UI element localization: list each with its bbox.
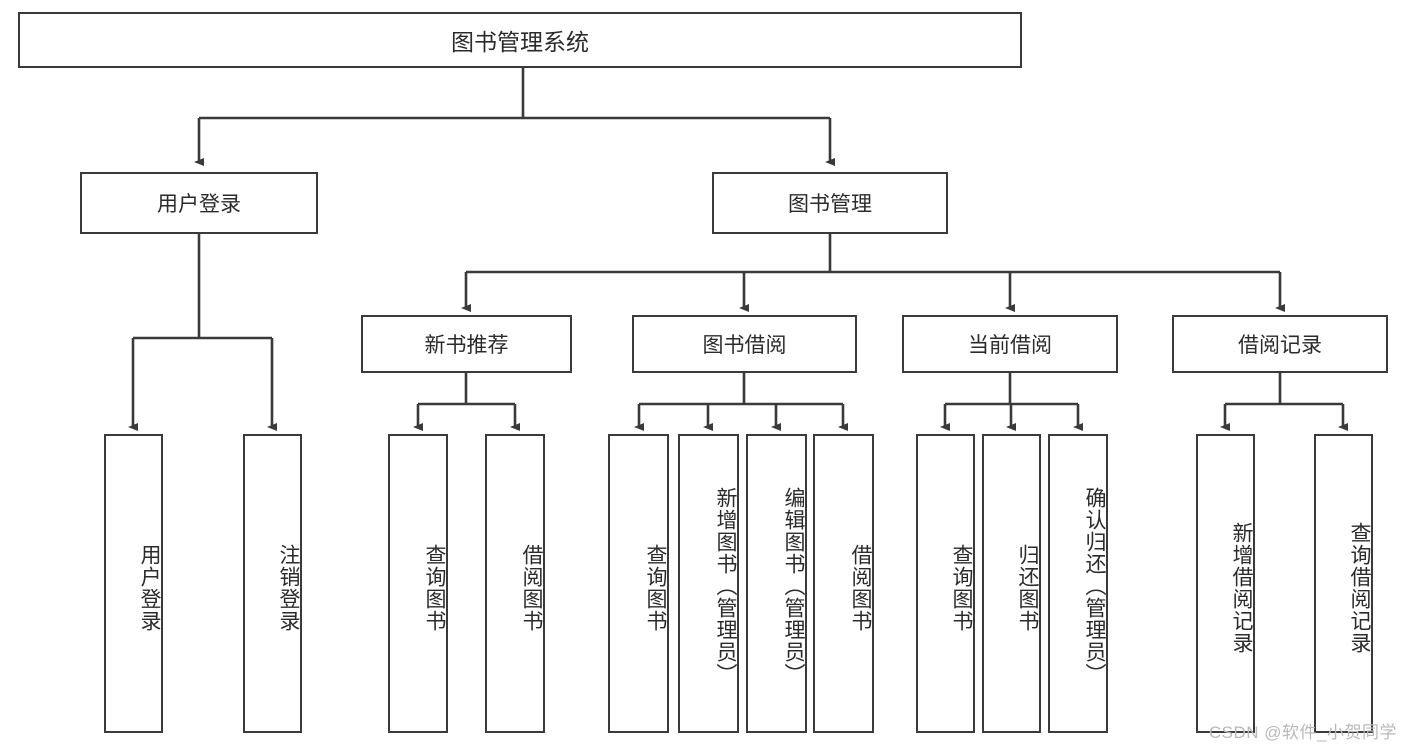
- node-leaf-logout[interactable]: 注销登录: [243, 434, 302, 733]
- node-leaf-cur-confirm-return-label: 确认归还（管理员）: [1083, 486, 1106, 685]
- node-leaf-record-query[interactable]: 查询借阅记录: [1314, 434, 1373, 733]
- node-new-book-recommend[interactable]: 新书推荐: [361, 315, 572, 373]
- node-user-login-branch-label: 用户登录: [157, 193, 241, 216]
- node-leaf-cur-query-book[interactable]: 查询图书: [916, 434, 975, 733]
- node-leaf-cur-query-book-label: 查询图书: [950, 543, 973, 632]
- node-leaf-borrow-edit-book[interactable]: 编辑图书（管理员）: [746, 434, 807, 733]
- node-root-label: 图书管理系统: [451, 29, 589, 55]
- node-leaf-borrow-borrow-book[interactable]: 借阅图书: [813, 434, 874, 733]
- node-leaf-borrow-add-book-label: 新增图书（管理员）: [714, 486, 737, 685]
- node-book-management-branch-label: 图书管理: [788, 193, 872, 216]
- node-leaf-borrow-query-book-label: 查询图书: [644, 543, 667, 632]
- node-leaf-user-login[interactable]: 用户登录: [104, 434, 163, 733]
- node-borrow-record-label: 借阅记录: [1238, 334, 1322, 357]
- node-leaf-logout-label: 注销登录: [277, 543, 300, 632]
- node-leaf-user-login-label: 用户登录: [138, 543, 161, 632]
- node-leaf-borrow-query-book[interactable]: 查询图书: [608, 434, 669, 733]
- node-leaf-cur-return-book-label: 归还图书: [1016, 543, 1039, 632]
- node-leaf-record-add[interactable]: 新增借阅记录: [1196, 434, 1255, 733]
- node-leaf-record-add-label: 新增借阅记录: [1230, 521, 1253, 654]
- node-leaf-cur-confirm-return[interactable]: 确认归还（管理员）: [1048, 434, 1108, 733]
- node-leaf-rec-query-book-label: 查询图书: [423, 543, 446, 632]
- watermark-text: CSDN @软件_小贺同学: [1208, 723, 1397, 742]
- node-leaf-rec-query-book[interactable]: 查询图书: [388, 434, 448, 733]
- node-leaf-record-query-label: 查询借阅记录: [1348, 521, 1371, 654]
- node-user-login-branch[interactable]: 用户登录: [80, 172, 318, 234]
- node-leaf-rec-borrow-book[interactable]: 借阅图书: [485, 434, 545, 733]
- node-leaf-rec-borrow-book-label: 借阅图书: [520, 543, 543, 632]
- node-root[interactable]: 图书管理系统: [18, 12, 1022, 68]
- node-current-borrow-label: 当前借阅: [968, 334, 1052, 357]
- node-new-book-recommend-label: 新书推荐: [424, 334, 509, 357]
- node-book-borrow-label: 图书借阅: [702, 334, 787, 357]
- node-leaf-borrow-add-book[interactable]: 新增图书（管理员）: [678, 434, 739, 733]
- node-borrow-record[interactable]: 借阅记录: [1172, 315, 1388, 373]
- node-leaf-cur-return-book[interactable]: 归还图书: [982, 434, 1041, 733]
- node-book-borrow[interactable]: 图书借阅: [632, 315, 857, 373]
- node-leaf-borrow-edit-book-label: 编辑图书（管理员）: [782, 486, 805, 685]
- node-leaf-borrow-borrow-book-label: 借阅图书: [849, 543, 872, 632]
- node-book-management-branch[interactable]: 图书管理: [712, 172, 948, 234]
- node-current-borrow[interactable]: 当前借阅: [902, 315, 1118, 373]
